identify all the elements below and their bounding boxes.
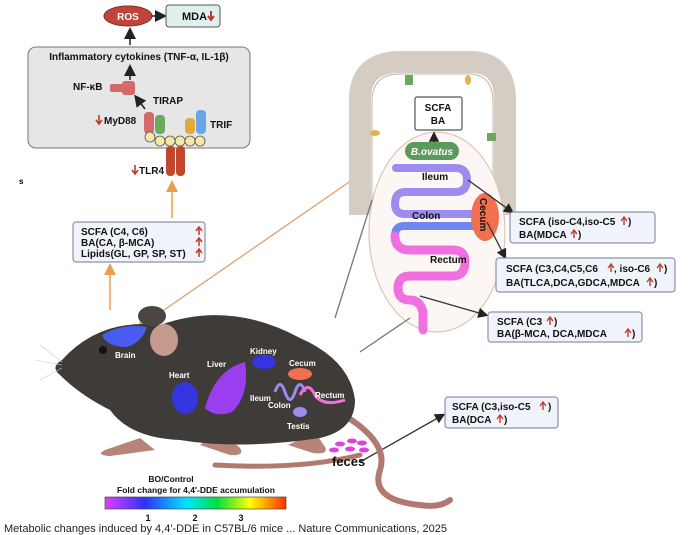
svg-text:Heart: Heart: [169, 371, 190, 380]
svg-text:BA(MDCA: BA(MDCA: [519, 230, 567, 241]
svg-text:): ): [654, 278, 657, 289]
up-arrow-icon: [656, 262, 664, 272]
svg-text:BA: BA: [431, 116, 445, 127]
tlr4-receptor: TLR4: [131, 146, 185, 177]
svg-text:SCFA: SCFA: [425, 103, 452, 114]
svg-text:Ileum: Ileum: [250, 394, 271, 403]
result-box-cecum: SCFA (C3,C4,C5,C6 , iso-C6 ) BA(TLCA,DCA…: [495, 257, 676, 293]
svg-text:Testis: Testis: [287, 422, 310, 431]
result-box-feces: SCFA (C3,iso-C5 ) BA(DCA ): [444, 396, 559, 429]
gut-lining: [349, 51, 516, 215]
down-arrow-icon: [207, 11, 215, 22]
svg-text:BA(β-MCA, DCA,MDCA: BA(β-MCA, DCA,MDCA: [497, 329, 607, 340]
tlr4-signaling-box: Inflammatory cytokines (TNF-α, IL-1β) NF…: [27, 46, 251, 149]
up-arrow-icon: [607, 262, 615, 272]
svg-text:Inflammatory cytokines (TNF-α,: Inflammatory cytokines (TNF-α, IL-1β): [49, 52, 229, 63]
scfa-ba-box: SCFA BA: [414, 96, 463, 131]
svg-text:): ): [632, 329, 635, 340]
svg-text:Brain: Brain: [115, 351, 136, 360]
up-arrow-icon: [646, 276, 654, 286]
svg-text:s: s: [19, 177, 24, 186]
svg-text:BA(DCA: BA(DCA: [452, 415, 491, 426]
svg-text:Liver: Liver: [207, 360, 226, 369]
svg-text:): ): [664, 264, 667, 275]
down-arrow-icon: [95, 115, 103, 126]
svg-text:Colon: Colon: [412, 211, 440, 222]
svg-text:BA(TLCA,DCA,GDCA,MDCA: BA(TLCA,DCA,GDCA,MDCA: [506, 278, 640, 289]
svg-text:SCFA (C3,iso-C5: SCFA (C3,iso-C5: [452, 402, 531, 413]
up-arrow-icon: [539, 400, 547, 410]
down-arrow-icon: [131, 165, 139, 176]
svg-text:B.ovatus: B.ovatus: [411, 147, 454, 158]
result-box-ileum: SCFA (iso-C4,iso-C5 BA(MDCA ) ): [509, 211, 656, 244]
svg-text:Ileum: Ileum: [422, 172, 448, 183]
colorbar-legend: BO/Control Fold change for 4,4'-DDE accu…: [104, 474, 287, 523]
svg-text:feces: feces: [332, 454, 365, 469]
svg-text:): ): [504, 415, 507, 426]
svg-text:MDA: MDA: [182, 11, 207, 23]
svg-text:Lipids(GL, GP, SP, ST): Lipids(GL, GP, SP, ST): [81, 249, 186, 260]
intestine-drawing: [390, 164, 479, 335]
svg-text:Colon: Colon: [268, 401, 291, 410]
svg-text:SCFA (C3: SCFA (C3: [497, 317, 543, 328]
svg-text:): ): [628, 217, 631, 228]
svg-text:Kidney: Kidney: [250, 347, 277, 356]
mouse-illustration: Brain Heart Liver Kidney Cecum Ileum Col…: [34, 306, 453, 509]
svg-text:NF-κB: NF-κB: [73, 82, 102, 93]
svg-text:ROS: ROS: [117, 12, 139, 23]
up-arrow-icon: [546, 315, 554, 325]
up-arrow-icon: [620, 215, 628, 225]
svg-text:BA(CA, β-MCA): BA(CA, β-MCA): [81, 238, 154, 249]
up-arrow-icon: [496, 413, 504, 423]
svg-text:): ): [548, 402, 551, 413]
b-ovatus-label: B.ovatus: [405, 142, 459, 160]
svg-text:SCFA (C3,C4,C5,C6: SCFA (C3,C4,C5,C6: [506, 264, 598, 275]
svg-text:SCFA (iso-C4,iso-C5: SCFA (iso-C4,iso-C5: [519, 217, 616, 228]
svg-text:1: 1: [145, 513, 150, 523]
svg-text:Cecum: Cecum: [477, 198, 488, 231]
svg-text:TLR4: TLR4: [139, 166, 164, 177]
result-box-rectum: SCFA (C3 ) BA(β-MCA, DCA,MDCA ): [487, 311, 643, 343]
svg-text:Rectum: Rectum: [315, 391, 344, 400]
svg-text:2: 2: [192, 513, 197, 523]
feces-pellets: [329, 438, 369, 453]
svg-text:Fold change for 4,4'-DDE accum: Fold change for 4,4'-DDE accumulation: [117, 485, 275, 495]
brain-metabolite-box: SCFA (C4, C6) BA(CA, β-MCA) Lipids(GL, G…: [72, 221, 206, 263]
svg-text:BO/Control: BO/Control: [148, 474, 193, 484]
svg-text:TRIF: TRIF: [210, 120, 232, 131]
svg-text:TIRAP: TIRAP: [153, 96, 183, 107]
svg-text:, iso-C6: , iso-C6: [614, 264, 651, 275]
cecum-shape: [471, 193, 499, 241]
up-arrow-icon: [195, 225, 203, 257]
svg-text:SCFA (C4, C6): SCFA (C4, C6): [81, 227, 148, 238]
mda-node: MDA: [165, 4, 221, 28]
ros-node: ROS: [103, 5, 153, 27]
up-arrow-icon: [570, 228, 578, 238]
up-arrow-icon: [624, 327, 632, 337]
svg-text:): ): [554, 317, 557, 328]
svg-text:Cecum: Cecum: [289, 359, 316, 368]
figure-caption: Metabolic changes induced by 4,4'-DDE in…: [4, 523, 447, 535]
svg-text:MyD88: MyD88: [104, 116, 137, 127]
svg-text:): ): [578, 230, 581, 241]
svg-text:Rectum: Rectum: [430, 255, 467, 266]
svg-text:3: 3: [238, 513, 243, 523]
